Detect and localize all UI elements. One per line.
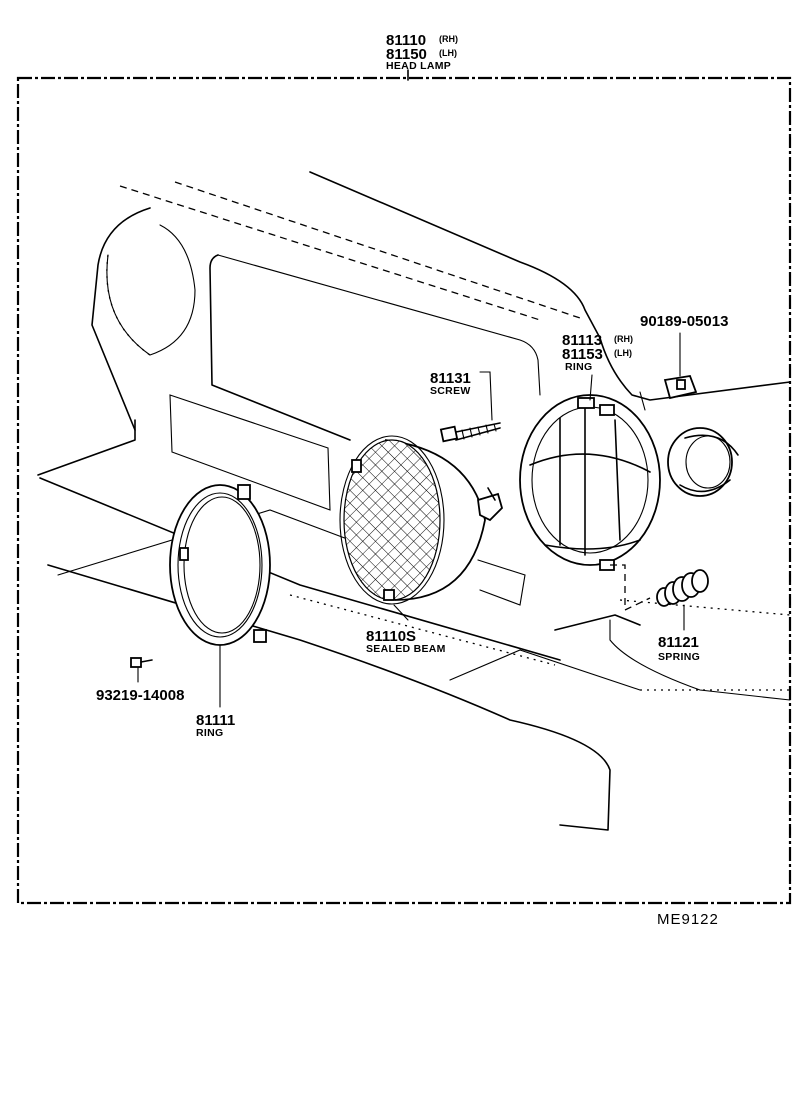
alignment-guide-spring bbox=[610, 564, 651, 612]
sealed-beam-name: SEALED BEAM bbox=[366, 643, 446, 655]
callout-spring: 81121 SPRING bbox=[658, 634, 700, 663]
screw-name: SCREW bbox=[430, 385, 471, 397]
part-name-head-lamp: HEAD LAMP bbox=[386, 60, 451, 72]
side-lh: (LH) bbox=[439, 48, 457, 58]
rear-ring-name: RING bbox=[565, 361, 592, 373]
part-number-lh: 81150 bbox=[386, 46, 427, 63]
vehicle-body-outline bbox=[37, 171, 791, 831]
adjusting-screw bbox=[439, 422, 501, 443]
callout-screw: 81131 SCREW bbox=[430, 370, 471, 397]
diagram-reference-code: ME9122 bbox=[657, 911, 719, 928]
callout-sealed-beam: 81110S SEALED BEAM bbox=[366, 628, 446, 655]
callout-clip-number: 90189-05013 bbox=[640, 313, 728, 330]
leader-lines bbox=[137, 332, 685, 708]
front-retaining-ring bbox=[169, 484, 271, 646]
rear-ring-number-lh: 81153 bbox=[562, 346, 603, 363]
front-ring-name: RING bbox=[196, 727, 223, 739]
callout-front-ring: 81111 RING bbox=[196, 712, 235, 739]
part-number-rh: 81110 bbox=[386, 32, 426, 49]
rear-mounting-ring bbox=[519, 394, 661, 571]
rear-ring-side-rh: (RH) bbox=[614, 334, 633, 344]
front-ring-number: 81111 bbox=[196, 712, 235, 729]
head-lamp-assembly-label: 81110 (RH) 81150 (LH) HEAD LAMP bbox=[386, 32, 458, 72]
spring-number: 81121 bbox=[658, 634, 699, 651]
rear-ring-side-lh: (LH) bbox=[614, 348, 632, 358]
adjusting-spring bbox=[656, 569, 709, 607]
sealed-beam-unit bbox=[339, 435, 504, 605]
screw-number: 81131 bbox=[430, 370, 471, 387]
callout-small-screw-number: 93219-14008 bbox=[96, 687, 184, 704]
sealed-beam-number: 81110S bbox=[366, 628, 416, 645]
rear-ring-number-rh: 81113 bbox=[562, 332, 602, 349]
assembly-boundary-frame bbox=[16, 69, 792, 905]
dust-boot bbox=[667, 427, 739, 497]
clip-part bbox=[663, 374, 698, 400]
small-screw bbox=[130, 657, 153, 668]
callout-rear-ring: 81113 (RH) 81153 (LH) RING bbox=[562, 332, 633, 373]
spring-name: SPRING bbox=[658, 651, 700, 663]
side-rh: (RH) bbox=[439, 34, 458, 44]
